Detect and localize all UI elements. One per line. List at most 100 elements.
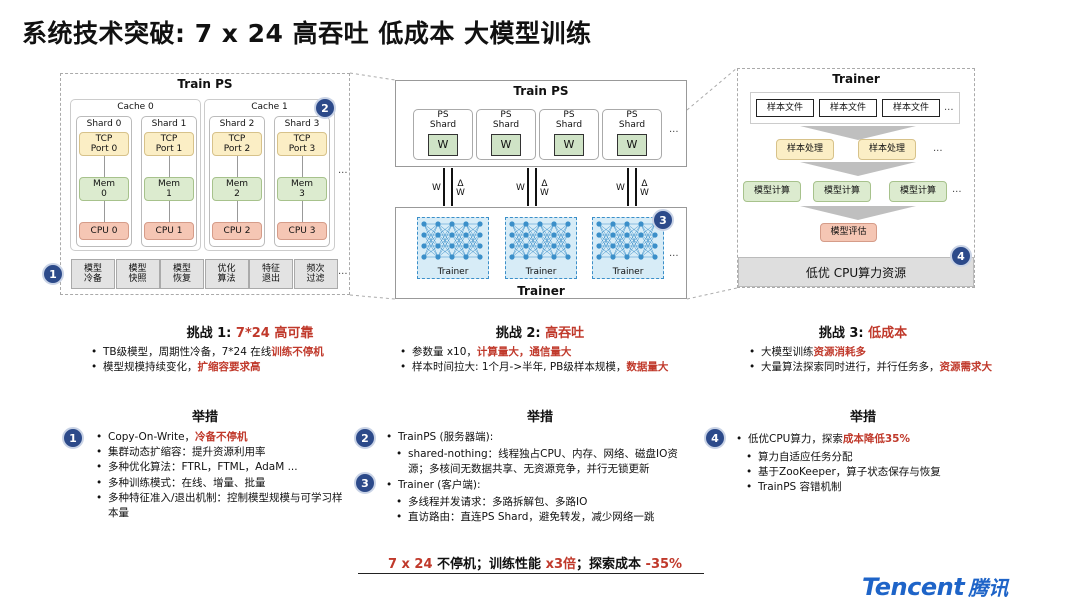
summary-text-1: 不停机；训练性能: [432, 557, 546, 572]
cache-1-label: Cache 1: [251, 102, 288, 112]
feature-box: 频次 过滤: [293, 259, 338, 289]
list-item-highlight: 计算量大，通信量大: [476, 346, 572, 358]
list-item-text: 多种优化算法：FTRL，FTML，AdaM ...: [108, 461, 298, 474]
mem-box: Mem 1: [144, 177, 194, 201]
arrow-up: [527, 168, 529, 206]
shard-label: Shard 2: [219, 119, 255, 129]
challenge-prefix: 挑战 1:: [186, 326, 236, 341]
list-item: Copy-On-Write，冷备不停机: [96, 430, 351, 445]
list-item: 基于ZooKeeper，算子状态保存与恢复: [736, 465, 996, 480]
shard-label: Shard 3: [284, 119, 320, 129]
ellipsis: ...: [944, 102, 954, 113]
challenge-highlight: 7*24 高可靠: [235, 326, 314, 341]
tcp-port-box: TCP Port 1: [144, 132, 194, 156]
arrow-down: [451, 168, 453, 206]
arrow-down: [535, 168, 537, 206]
cpu-box: CPU 0: [79, 222, 129, 240]
badge-1: 1: [42, 263, 64, 285]
measures-list-2: TrainPS (服务器端):: [386, 430, 696, 445]
mem-box: Mem 0: [79, 177, 129, 201]
dw-label: Δ W: [640, 179, 649, 199]
sample-process-box: 样本处理: [858, 139, 916, 160]
challenge-list-1: TB级模型，周期性冷备，7*24 在线训练不停机模型规模持续变化，扩缩容要求高: [91, 345, 381, 376]
summary-underline: [358, 573, 704, 574]
trainer-label: Trainer: [437, 267, 469, 277]
badge-1: 1: [62, 427, 84, 449]
train-ps-diagram: [60, 73, 350, 295]
badge-3: 3: [652, 209, 674, 231]
cache-0-box: [70, 99, 201, 251]
challenge-list-3: 大模型训练资源消耗多大量算法探索同时进行，并行任务多，资源需求大: [749, 345, 999, 376]
ellipsis: ...: [669, 124, 679, 135]
train-ps-panel: [395, 80, 687, 167]
list-item-highlight: 资源消耗多: [813, 346, 867, 358]
list-item-highlight: 成本降低35%: [842, 433, 910, 445]
tcp-port-box: TCP Port 0: [79, 132, 129, 156]
cache-0-label: Cache 0: [117, 102, 154, 112]
list-item-text: 大量算法探索同时进行，并行任务多，: [761, 361, 940, 374]
trainer-label: Trainer: [612, 267, 644, 277]
list-item: 多种训练模式：在线、增量、批量: [96, 476, 351, 491]
ps-shard-label: PS Shard: [618, 110, 646, 130]
list-item-text: 多种训练模式：在线、增量、批量: [108, 476, 266, 489]
connector: [104, 156, 105, 177]
weight-box: W: [554, 134, 584, 156]
sample-files-group: [750, 92, 960, 124]
badge-2: 2: [314, 97, 336, 119]
trainer-title: Trainer: [517, 284, 565, 298]
feature-box: 优化 算法: [204, 259, 249, 289]
cpu-resource-label: 低优 CPU算力资源: [805, 265, 907, 280]
list-item-text: Copy-On-Write，: [108, 431, 196, 443]
w-label: W: [432, 183, 441, 193]
connector: [169, 156, 170, 177]
challenge-highlight: 低成本: [868, 326, 908, 341]
weight-box: W: [428, 134, 458, 156]
mem-box: Mem 3: [277, 177, 327, 201]
list-item: 直访路由：直连PS Shard，避免转发，减少网络一跳: [386, 510, 696, 525]
w-label: W: [516, 183, 525, 193]
feature-box: 特征 退出: [249, 259, 293, 289]
challenge-prefix: 挑战 3:: [818, 326, 869, 341]
list-item-highlight: 训练不停机: [271, 346, 324, 358]
funnel-arrow: [800, 162, 916, 176]
page-title: 系统技术突破: 7 x 24 高吞吐 低成本 大模型训练: [22, 19, 592, 48]
cpu-box: CPU 2: [212, 222, 262, 240]
connector: [169, 201, 170, 222]
measures-heading-2: 举措: [526, 410, 553, 425]
trainer-panel: [395, 207, 687, 299]
challenge-prefix: 挑战 2:: [495, 326, 546, 341]
summary-line: 7 x 24 不停机；训练性能 x3倍；探索成本 -35%: [365, 553, 705, 572]
summary-text-2: ；探索成本: [576, 557, 646, 572]
list-item: 多种优化算法：FTRL，FTML，AdaM ...: [96, 460, 351, 475]
ps-shard-label: PS Shard: [492, 110, 520, 130]
list-item: 模型规模持续变化，扩缩容要求高: [91, 360, 381, 375]
list-item: TB级模型，周期性冷备，7*24 在线训练不停机: [91, 345, 381, 360]
list-item: 大量算法探索同时进行，并行任务多，资源需求大: [749, 360, 999, 375]
mem-box: Mem 2: [212, 177, 262, 201]
dw-label: Δ W: [540, 179, 549, 199]
list-item-text: 低优CPU算力，探索: [748, 433, 843, 445]
challenge-heading-3: 挑战 3: 低成本: [713, 322, 1013, 341]
train-ps-title: Train PS: [513, 84, 569, 98]
sample-process-box: 样本处理: [776, 139, 834, 160]
ellipsis: ...: [338, 165, 348, 176]
trainer-title: Trainer: [832, 72, 880, 86]
list-item-text: 模型规模持续变化，: [103, 361, 198, 374]
list-item: 多线程并发请求：多路拆解包、多路IO: [386, 495, 696, 510]
list-item-highlight: 数据量大: [626, 361, 669, 374]
list-item-text: 集群动态扩缩容：提升资源利用率: [108, 446, 266, 459]
list-item: 大模型训练资源消耗多: [749, 345, 999, 360]
neural-net-graphic: [421, 221, 483, 260]
logo-cn: 腾讯: [968, 576, 1009, 600]
challenge-heading-1: 挑战 1: 7*24 高可靠: [100, 322, 400, 341]
challenge-heading-2: 挑战 2: 高吞吐: [390, 322, 690, 341]
feature-box: 模型 恢复: [160, 259, 204, 289]
ellipsis: ...: [952, 184, 962, 195]
tcp-port-box: TCP Port 2: [212, 132, 262, 156]
list-item: 多种特征准入/退出机制：控制模型规模与可学习样本量: [96, 491, 351, 521]
list-item: shared-nothing：线程独占CPU、内存、网络、磁盘IO资源；多核间无…: [386, 447, 696, 477]
list-item-text: 样本时间拉大: 1个月->半年, PB级样本规模，: [412, 361, 627, 374]
ps-shard-label: PS Shard: [555, 110, 583, 130]
ps-shard-label: PS Shard: [429, 110, 457, 130]
connector: [302, 156, 303, 177]
